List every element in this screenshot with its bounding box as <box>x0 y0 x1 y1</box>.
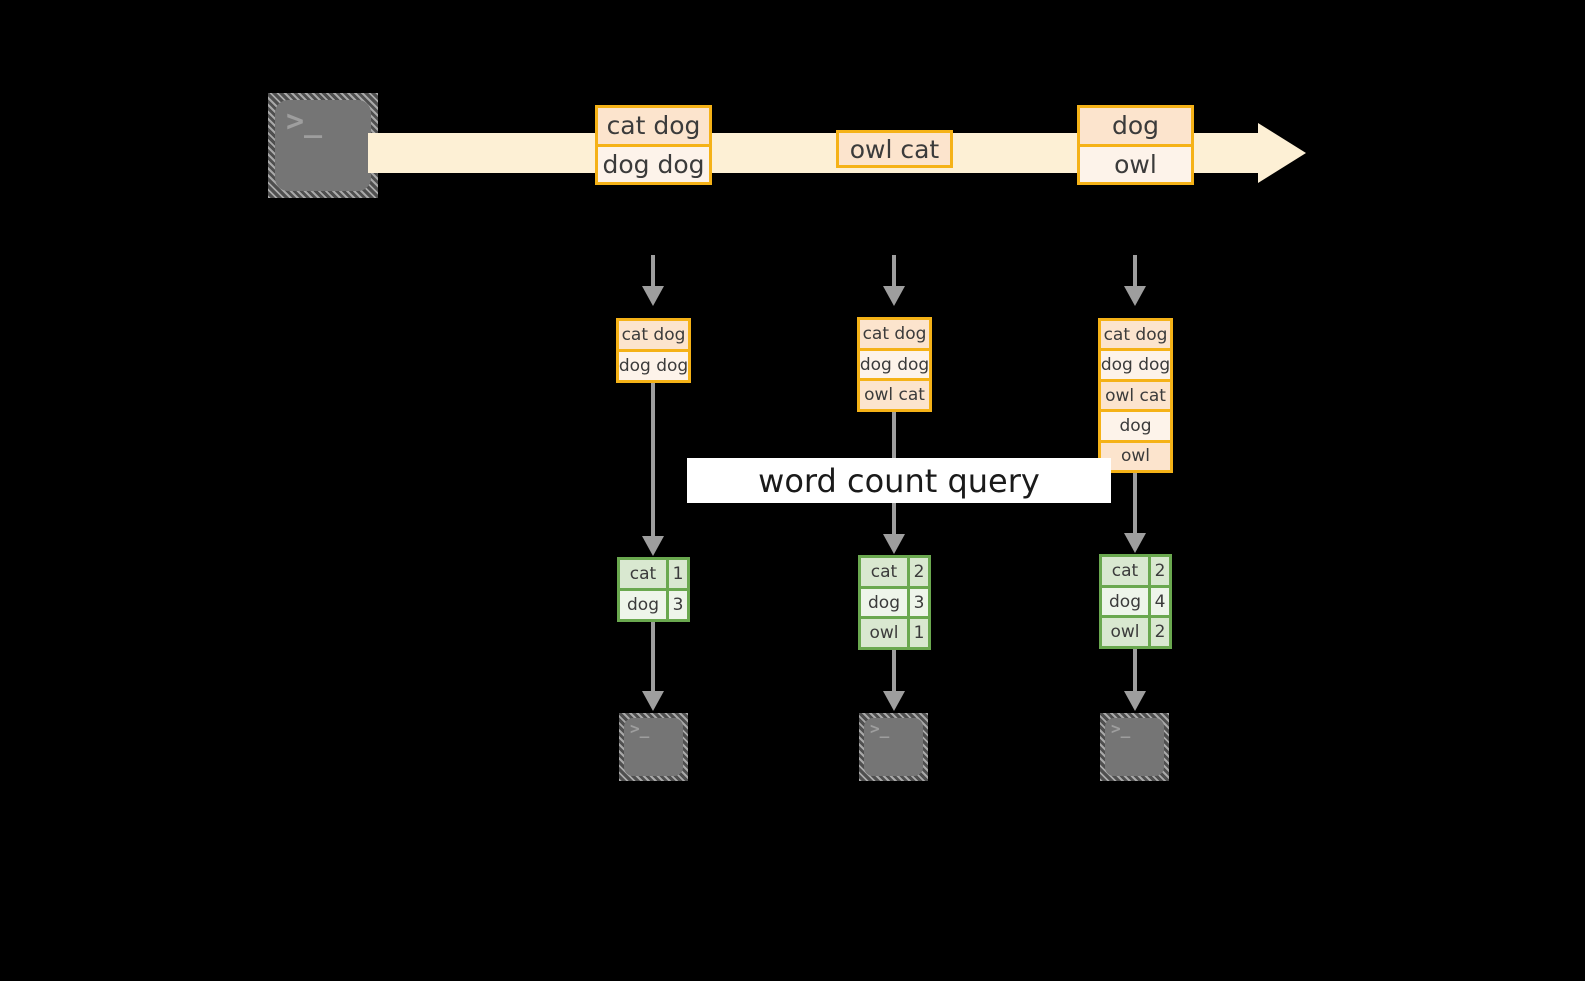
stream-arrow-head-icon <box>1258 123 1306 183</box>
stream-event-box[interactable]: owl cat <box>836 130 953 168</box>
batch-1[interactable]: cat dog dog dog <box>616 318 691 383</box>
terminal-body <box>1105 718 1164 776</box>
batch-row: cat dog <box>619 321 688 349</box>
batch-row: dog dog <box>619 349 688 380</box>
stream-to-batch-arrowhead-icon <box>642 286 664 306</box>
source-terminal-icon: >_ <box>268 93 378 198</box>
result-count: 2 <box>907 558 928 586</box>
batch-to-result-connector <box>651 383 655 539</box>
sink-terminal-icon: >_ <box>1100 713 1169 781</box>
result-count: 2 <box>1148 557 1169 585</box>
terminal-prompt-glyph: >_ <box>286 104 323 139</box>
result-table-1[interactable]: cat 1 dog 3 <box>617 557 690 622</box>
stream-event-line: dog dog <box>598 143 709 182</box>
terminal-body <box>624 718 683 776</box>
result-word: dog <box>861 588 907 617</box>
result-row: cat 2 <box>861 558 928 586</box>
result-table-2[interactable]: cat 2 dog 3 owl 1 <box>858 555 931 650</box>
result-word: dog <box>620 591 666 619</box>
batch-3[interactable]: cat dog dog dog owl cat dog owl <box>1098 318 1173 473</box>
batch-to-result-arrowhead-icon <box>642 536 664 556</box>
stream-event-box[interactable]: dog owl <box>1077 105 1194 185</box>
stream-event-box[interactable]: cat dog dog dog <box>595 105 712 185</box>
batch-row: owl cat <box>1101 378 1170 410</box>
terminal-body <box>864 718 923 776</box>
batch-row: owl cat <box>860 378 929 410</box>
result-word: owl <box>861 619 907 648</box>
result-to-sink-arrowhead-icon <box>642 691 664 711</box>
result-row: dog 4 <box>1102 584 1169 616</box>
batch-row: cat dog <box>860 320 929 348</box>
stream-to-batch-arrowhead-icon <box>1124 286 1146 306</box>
result-count: 1 <box>666 560 687 588</box>
result-count: 3 <box>666 591 687 619</box>
result-word: owl <box>1102 618 1148 647</box>
result-row: cat 1 <box>620 560 687 588</box>
result-to-sink-connector <box>892 650 896 694</box>
result-word: cat <box>620 560 666 588</box>
result-word: cat <box>1102 557 1148 585</box>
batch-row: dog <box>1101 409 1170 440</box>
result-row: owl 2 <box>1102 615 1169 647</box>
batch-to-result-arrowhead-icon <box>1124 533 1146 553</box>
query-label-text: word count query <box>758 461 1040 500</box>
result-row: owl 1 <box>861 616 928 648</box>
result-to-sink-arrowhead-icon <box>883 691 905 711</box>
batch-to-result-connector <box>1133 473 1137 536</box>
result-count: 3 <box>907 588 928 617</box>
result-row: cat 2 <box>1102 557 1169 585</box>
result-count: 4 <box>1148 587 1169 616</box>
batch-row: owl <box>1101 439 1170 471</box>
result-word: dog <box>1102 587 1148 616</box>
batch-row: dog dog <box>1101 348 1170 379</box>
result-to-sink-connector <box>1133 649 1137 694</box>
result-row: dog 3 <box>620 588 687 619</box>
result-to-sink-connector <box>651 622 655 694</box>
query-label-banner: word count query <box>687 458 1111 503</box>
terminal-prompt-glyph: >_ <box>870 719 890 738</box>
sink-terminal-icon: >_ <box>619 713 688 781</box>
stream-to-batch-arrowhead-icon <box>883 286 905 306</box>
stream-event-line: owl <box>1080 143 1191 182</box>
stream-to-batch-connector <box>1133 255 1137 288</box>
terminal-prompt-glyph: >_ <box>1111 719 1131 738</box>
result-table-3[interactable]: cat 2 dog 4 owl 2 <box>1099 554 1172 649</box>
result-to-sink-arrowhead-icon <box>1124 691 1146 711</box>
result-count: 2 <box>1148 618 1169 647</box>
terminal-body <box>275 100 371 191</box>
stream-to-batch-connector <box>892 255 896 288</box>
stream-event-line: owl cat <box>839 133 950 165</box>
terminal-prompt-glyph: >_ <box>630 719 650 738</box>
result-row: dog 3 <box>861 585 928 617</box>
sink-terminal-icon: >_ <box>859 713 928 781</box>
stream-event-line: cat dog <box>598 108 709 144</box>
result-word: cat <box>861 558 907 586</box>
batch-2[interactable]: cat dog dog dog owl cat <box>857 317 932 412</box>
batch-row: dog dog <box>860 347 929 379</box>
result-count: 1 <box>907 619 928 648</box>
stream-event-line: dog <box>1080 108 1191 144</box>
batch-to-result-arrowhead-icon <box>883 534 905 554</box>
batch-row: cat dog <box>1101 321 1170 349</box>
stream-to-batch-connector <box>651 255 655 288</box>
